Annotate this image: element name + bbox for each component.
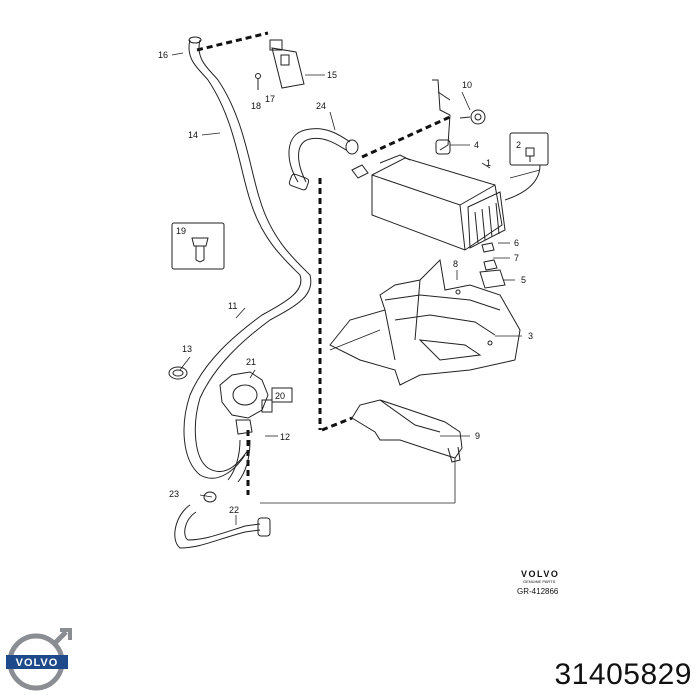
stamp-code: GR-412866 [517, 587, 559, 596]
hose-22 [174, 491, 271, 549]
callout-24: 24 [316, 101, 326, 111]
pump-21 [219, 371, 273, 483]
genuine-parts-stamp: VOLVO GENUINE PARTS GR-412866 [517, 569, 559, 596]
callout-7: 7 [514, 253, 519, 263]
callout-16: 16 [158, 50, 168, 60]
label-box-20 [271, 387, 293, 403]
callout-23: 23 [169, 489, 179, 499]
bracket-10 [432, 79, 486, 155]
stamp-brand: VOLVO [521, 569, 559, 579]
callout-11: 11 [228, 301, 237, 311]
callout-2: 2 [516, 140, 521, 150]
callout-6: 6 [514, 238, 519, 248]
callout-18: 18 [251, 101, 261, 111]
callout-10: 10 [462, 80, 472, 90]
callout-8: 8 [453, 259, 458, 269]
canister-1 [351, 154, 506, 251]
bolt-2 [504, 132, 549, 201]
callout-17: 17 [265, 94, 275, 104]
hose-14-11 [183, 36, 312, 479]
callout-5: 5 [521, 275, 526, 285]
valve-15 [255, 39, 305, 90]
thin-leaders [171, 52, 541, 525]
clip-13 [168, 366, 188, 380]
callout-15: 15 [327, 70, 337, 80]
part-number: 31405829 [554, 658, 692, 691]
dashed-leaders [196, 31, 453, 495]
callout-22: 22 [229, 505, 239, 515]
callout-labels: 1 2 3 4 5 6 7 8 9 10 11 12 13 14 15 16 1… [158, 50, 533, 515]
volvo-logo: VOLVO [6, 628, 72, 691]
hose-24 [288, 128, 359, 191]
bracket-3 [329, 242, 521, 386]
callout-4: 4 [474, 140, 479, 150]
callout-1: 1 [486, 158, 491, 168]
callout-19: 19 [176, 226, 186, 236]
callout-14: 14 [188, 130, 198, 140]
clip-19 [171, 222, 225, 270]
logo-text: VOLVO [16, 657, 59, 669]
filter-9 [351, 399, 463, 463]
callout-21: 21 [246, 357, 256, 367]
callout-3: 3 [528, 331, 533, 341]
callout-9: 9 [475, 431, 480, 441]
callout-12: 12 [280, 432, 290, 442]
callout-20: 20 [275, 391, 285, 401]
callout-13: 13 [182, 344, 192, 354]
stamp-subtitle: GENUINE PARTS [523, 579, 556, 584]
